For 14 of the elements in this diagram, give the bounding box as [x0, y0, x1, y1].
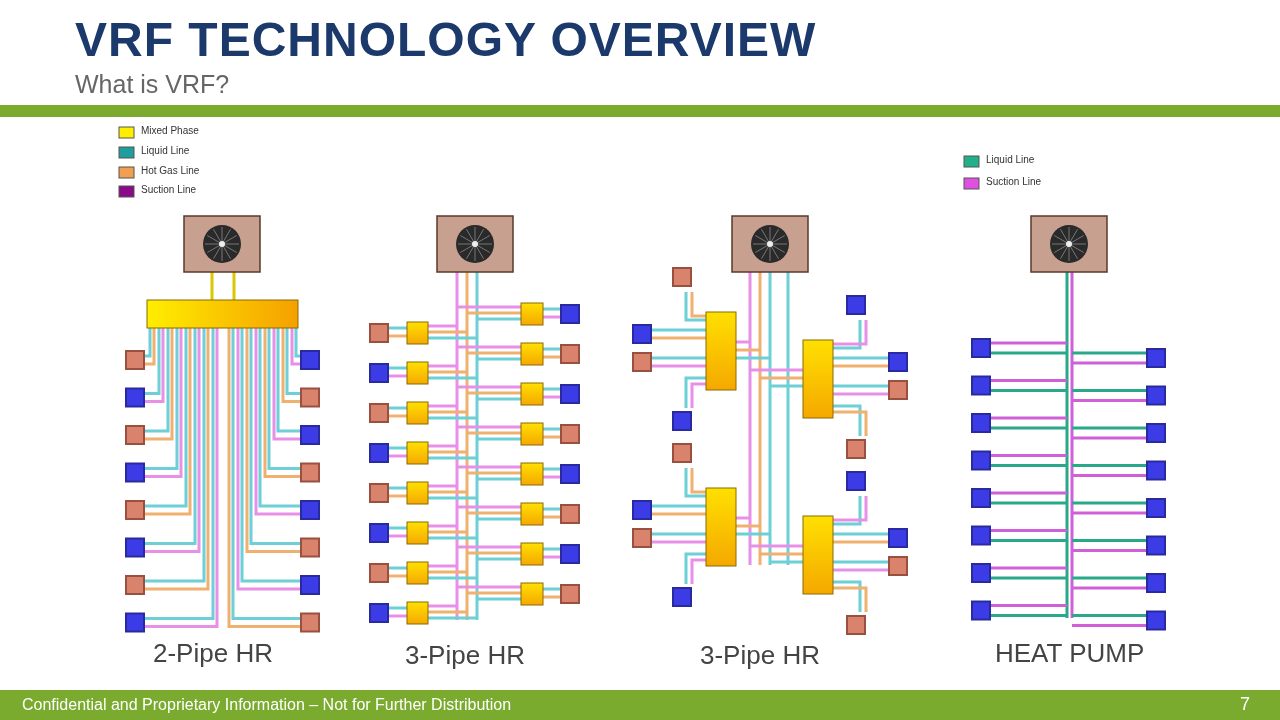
- system-caption: 3-Pipe HR: [405, 640, 525, 671]
- legend-label: Liquid Line: [986, 154, 1035, 165]
- legend-label: Suction Line: [141, 184, 197, 195]
- system-caption: 2-Pipe HR: [153, 638, 273, 669]
- page-number: 7: [1240, 694, 1250, 715]
- slide-subtitle: What is VRF?: [75, 70, 230, 99]
- legend-label: Liquid Line: [141, 145, 190, 156]
- slide-title: VRF TECHNOLOGY OVERVIEW: [75, 12, 817, 67]
- system-caption: HEAT PUMP: [995, 638, 1145, 669]
- legend-label: Mixed Phase: [141, 125, 199, 136]
- footer-note: Confidential and Proprietary Information – Not for Further Distribution: [22, 696, 512, 714]
- legend-label: Suction Line: [986, 176, 1042, 187]
- legend-label: Hot Gas Line: [141, 165, 200, 176]
- system-caption: 3-Pipe HR: [700, 640, 820, 671]
